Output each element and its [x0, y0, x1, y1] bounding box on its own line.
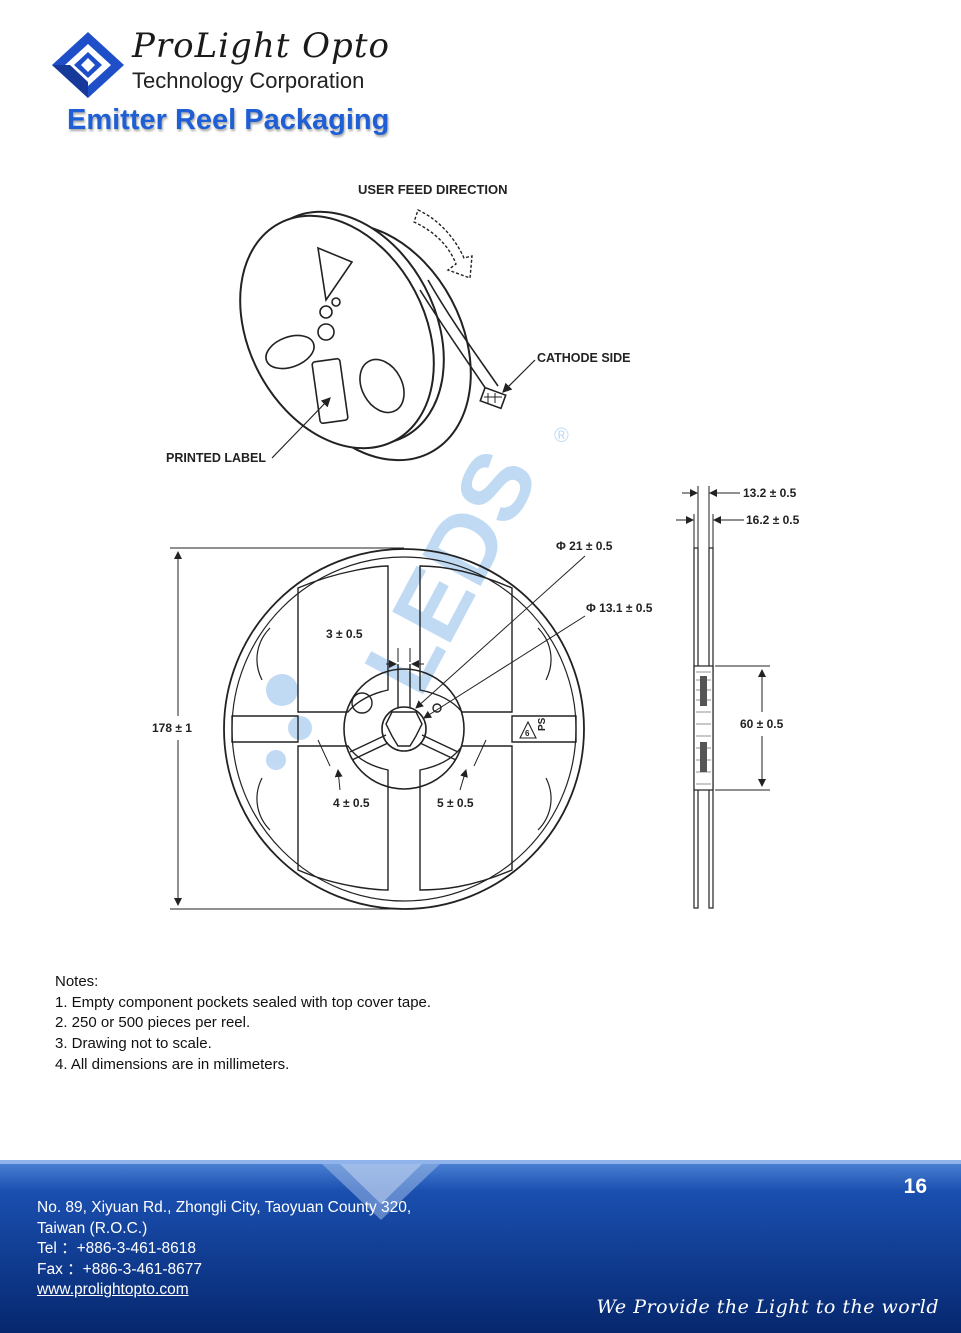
- brand-name: ProLight Opto: [132, 26, 390, 66]
- note-item: 3. Drawing not to scale.: [55, 1035, 212, 1053]
- recycle-number: 6: [525, 729, 530, 738]
- dim-width-outer: 16.2 ± 0.5: [746, 513, 800, 527]
- cathode-side-label: CATHODE SIDE: [537, 351, 631, 365]
- notes-heading: Notes:: [55, 973, 99, 990]
- tel-line: Tel ：+886-3-461-8618: [37, 1240, 196, 1257]
- dim-slot: 3 ± 0.5: [326, 627, 363, 641]
- dim-key-left: 4 ± 0.5: [333, 796, 370, 810]
- note-item: 4. All dimensions are in millimeters.: [55, 1055, 290, 1073]
- page-title: Emitter Reel Packaging: [67, 104, 390, 136]
- dim-hub-height: 60 ± 0.5: [740, 717, 784, 731]
- dim-key-right: 5 ± 0.5: [437, 796, 474, 810]
- address-line: Taiwan (R.O.C.): [37, 1219, 148, 1237]
- website-link[interactable]: www.prolightopto.com: [37, 1281, 189, 1298]
- footer-background: [0, 1160, 961, 1333]
- address-line: No. 89, Xiyuan Rd., Zhongli City, Taoyua…: [37, 1199, 412, 1216]
- fax-line: Fax ：+886-3-461-8677: [37, 1260, 203, 1278]
- dim-hub-inner: Φ 13.1 ± 0.5: [586, 601, 653, 615]
- dim-width-inner: 13.2 ± 0.5: [743, 486, 797, 500]
- printed-label-callout: PRINTED LABEL: [166, 451, 266, 465]
- dim-hub-outer: Φ 21 ± 0.5: [556, 539, 613, 553]
- slogan: We Provide the Light to the world: [596, 1296, 939, 1318]
- feed-direction-label: USER FEED DIRECTION: [358, 182, 508, 197]
- notes-section: Notes: 1. Empty component pockets sealed…: [55, 972, 431, 1076]
- reel-technical-drawing: USER FEED DIRECTION CATHODE SIDE PRINTED…: [152, 182, 800, 910]
- prolight-diamond-logo-icon: [52, 32, 124, 98]
- company-address: No. 89, Xiyuan Rd., Zhongli City, Taoyua…: [37, 1198, 411, 1301]
- note-item: 1. Empty component pockets sealed with t…: [55, 993, 432, 1011]
- page-number: 16: [903, 1175, 927, 1198]
- note-item: 2. 250 or 500 pieces per reel.: [55, 1014, 251, 1032]
- recycle-mark: PS: [537, 717, 548, 731]
- watermark-registered: ®: [554, 425, 569, 447]
- watermark-text: LEDS: [344, 434, 559, 710]
- brand-subtitle: Technology Corporation: [132, 68, 365, 93]
- dim-diameter: 178 ± 1: [152, 721, 192, 735]
- company-logo: ProLight Opto Technology Corporation: [50, 26, 410, 106]
- watermark: LEDS ®: [266, 425, 569, 770]
- page-footer: [0, 1160, 961, 1333]
- reel-3d-illustration: [239, 209, 536, 462]
- reel-side-view: [693, 547, 714, 909]
